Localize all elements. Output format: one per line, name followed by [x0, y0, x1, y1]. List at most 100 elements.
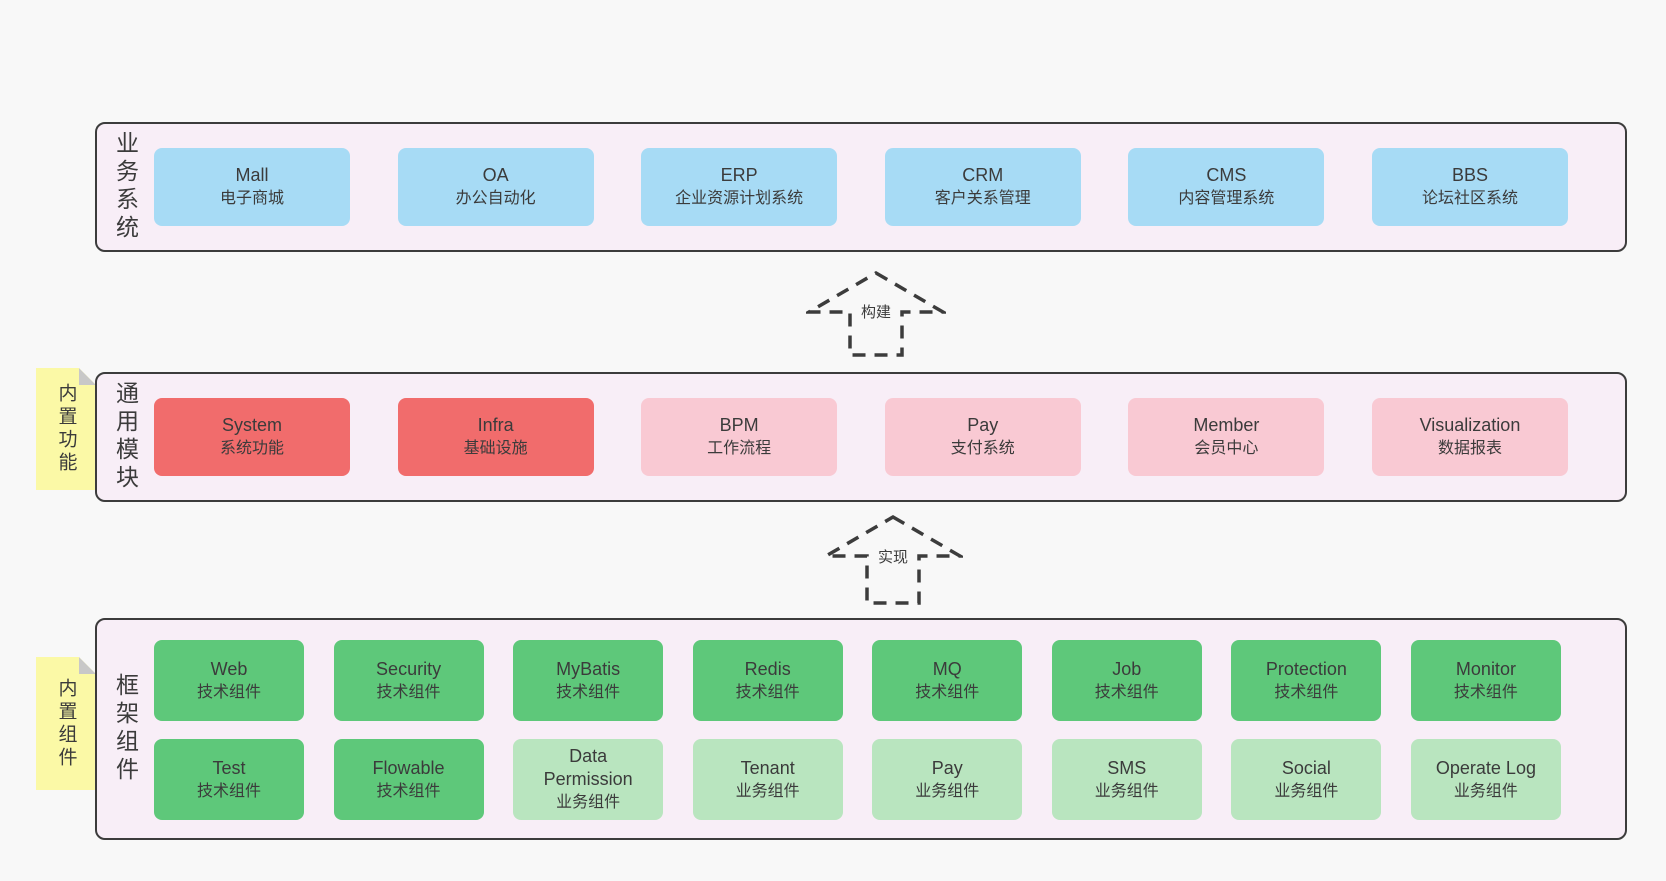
panel-framework-components: 框架组件 Web 技术组件 Security 技术组件 MyBatis 技术组件… — [95, 618, 1627, 840]
box-subtitle: 工作流程 — [707, 440, 772, 457]
box-subtitle: 技术组件 — [556, 683, 621, 701]
box-security: Security 技术组件 — [333, 640, 484, 721]
business-boxes-row: Mall 电子商城 OA 办公自动化 ERP 企业资源计划系统 CRM 客户关系… — [154, 124, 1625, 250]
box-subtitle: 客户关系管理 — [934, 190, 1031, 207]
box-title: Social — [1281, 757, 1331, 778]
box-tenant: Tenant 业务组件 — [692, 739, 843, 820]
box-subtitle: 支付系统 — [950, 440, 1015, 457]
box-crm: CRM 客户关系管理 — [884, 148, 1081, 226]
box-title: Web — [210, 658, 248, 679]
box-protection: Protection 技术组件 — [1231, 640, 1382, 721]
box-title: CMS — [1206, 165, 1247, 185]
box-title: Pay — [931, 757, 963, 778]
box-title: BPM — [719, 415, 759, 435]
arrow-implement-label: 实现 — [873, 545, 913, 568]
box-subtitle: 电子商城 — [219, 190, 284, 207]
box-operate-log: Operate Log 业务组件 — [1410, 739, 1561, 820]
box-job: Job 技术组件 — [1051, 640, 1202, 721]
box-mall: Mall 电子商城 — [154, 148, 350, 226]
box-social: Social 业务组件 — [1231, 739, 1382, 820]
box-subtitle: 会员中心 — [1194, 440, 1259, 457]
box-test: Test 技术组件 — [154, 739, 304, 820]
box-subtitle: 业务组件 — [1274, 782, 1339, 800]
box-title: Mall — [235, 165, 269, 185]
box-title: System — [221, 415, 282, 435]
box-visualization: Visualization 数据报表 — [1371, 398, 1568, 476]
note-built-in-features: 内置功能 — [36, 368, 96, 490]
box-title: Redis — [744, 658, 791, 679]
box-data-permission: Data Permission 业务组件 — [513, 739, 664, 820]
box-member: Member 会员中心 — [1128, 398, 1325, 476]
box-redis: Redis 技术组件 — [692, 640, 843, 721]
box-subtitle: 业务组件 — [1094, 782, 1159, 800]
box-title: CRM — [962, 165, 1004, 185]
box-sms: SMS 业务组件 — [1051, 739, 1202, 820]
box-title: Flowable — [372, 757, 445, 778]
box-title: MyBatis — [556, 658, 621, 679]
box-title: BBS — [1451, 165, 1488, 185]
arrow-up-build-icon — [806, 270, 946, 358]
box-title: SMS — [1107, 757, 1147, 778]
box-subtitle: 系统功能 — [219, 440, 284, 457]
box-title: MQ — [932, 658, 962, 679]
box-subtitle: 技术组件 — [1274, 683, 1339, 701]
box-monitor: Monitor 技术组件 — [1410, 640, 1561, 721]
arrow-up-implement-icon — [823, 514, 963, 606]
framework-grid: Web 技术组件 Security 技术组件 MyBatis 技术组件 Redi… — [154, 620, 1625, 838]
box-subtitle: 技术组件 — [196, 782, 261, 800]
box-subtitle: 技术组件 — [735, 683, 800, 701]
box-subtitle: 业务组件 — [556, 794, 621, 811]
box-oa: OA 办公自动化 — [397, 148, 594, 226]
note-fold-icon — [79, 368, 96, 385]
box-title: Tenant — [740, 757, 795, 778]
box-subtitle: 技术组件 — [915, 683, 980, 701]
box-subtitle: 企业资源计划系统 — [675, 190, 804, 207]
box-subtitle: 论坛社区系统 — [1421, 190, 1518, 207]
box-title: Monitor — [1455, 658, 1516, 679]
panel-common-modules-label: 通用模块 — [112, 381, 139, 493]
box-subtitle: 办公自动化 — [455, 190, 536, 207]
box-title: Job — [1112, 658, 1142, 679]
box-subtitle: 业务组件 — [1453, 782, 1518, 800]
box-erp: ERP 企业资源计划系统 — [641, 148, 838, 226]
note-built-in-features-text: 内置功能 — [55, 383, 77, 475]
box-title: Pay — [967, 415, 999, 435]
box-infra: Infra 基础设施 — [397, 398, 594, 476]
box-subtitle: 基础设施 — [463, 440, 528, 457]
box-title: Protection — [1265, 658, 1347, 679]
arrow-build-label: 构建 — [856, 300, 896, 323]
box-subtitle: 技术组件 — [1094, 683, 1159, 701]
box-subtitle: 技术组件 — [196, 683, 261, 701]
panel-common-modules: 通用模块 System 系统功能 Infra 基础设施 BPM 工作流程 Pay… — [95, 372, 1627, 502]
box-subtitle: 数据报表 — [1437, 440, 1502, 457]
box-title: Member — [1193, 415, 1260, 435]
box-subtitle: 业务组件 — [915, 782, 980, 800]
box-subtitle: 技术组件 — [376, 683, 441, 701]
box-pay-component: Pay 业务组件 — [872, 739, 1023, 820]
box-pay-system: Pay 支付系统 — [884, 398, 1081, 476]
panel-business-systems-label: 业务系统 — [112, 131, 139, 243]
box-title: Security — [376, 658, 442, 679]
box-web: Web 技术组件 — [154, 640, 304, 721]
box-title: OA — [482, 165, 509, 185]
box-title: Test — [212, 757, 246, 778]
box-mybatis: MyBatis 技术组件 — [513, 640, 664, 721]
box-subtitle: 业务组件 — [735, 782, 800, 800]
box-bbs: BBS 论坛社区系统 — [1371, 148, 1568, 226]
box-bpm: BPM 工作流程 — [641, 398, 838, 476]
box-mq: MQ 技术组件 — [872, 640, 1023, 721]
box-title: Visualization — [1419, 415, 1521, 435]
box-subtitle: 内容管理系统 — [1178, 190, 1275, 207]
framework-row-1: Web 技术组件 Security 技术组件 MyBatis 技术组件 Redi… — [154, 640, 1561, 721]
common-boxes-row: System 系统功能 Infra 基础设施 BPM 工作流程 Pay 支付系统… — [154, 374, 1625, 500]
box-cms: CMS 内容管理系统 — [1128, 148, 1325, 226]
box-title: Infra — [477, 415, 514, 435]
box-subtitle: 技术组件 — [376, 782, 441, 800]
framework-row-2: Test 技术组件 Flowable 技术组件 Data Permission … — [154, 739, 1561, 820]
note-built-in-components: 内置组件 — [36, 657, 96, 790]
box-flowable: Flowable 技术组件 — [333, 739, 484, 820]
note-built-in-components-text: 内置组件 — [55, 677, 77, 770]
box-title: Data Permission — [543, 746, 633, 789]
panel-business-systems: 业务系统 Mall 电子商城 OA 办公自动化 ERP 企业资源计划系统 CRM… — [95, 122, 1627, 252]
box-subtitle: 技术组件 — [1453, 683, 1518, 701]
